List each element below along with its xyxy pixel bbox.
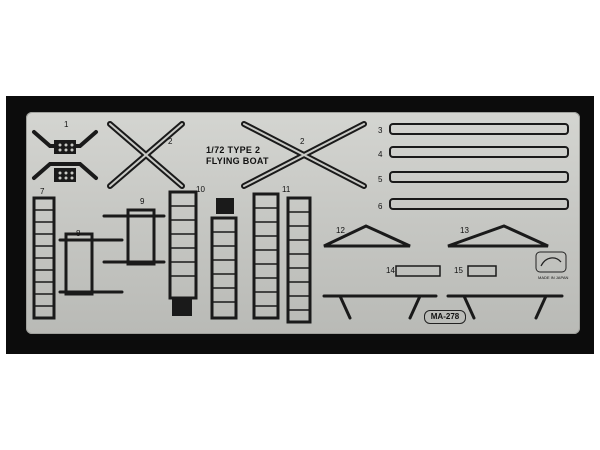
title-line-1: 1/72 TYPE 2 [206, 145, 261, 155]
part-2-right-x [241, 121, 367, 189]
part-number-15: 15 [454, 266, 463, 275]
frame-parts [58, 208, 166, 296]
part-number-4: 4 [378, 150, 383, 159]
part-2-left-x [107, 121, 185, 189]
part-number-2a: 2 [168, 137, 173, 146]
part-number-14: 14 [386, 266, 395, 275]
part-number-2b: 2 [300, 137, 305, 146]
part-number-13: 13 [460, 226, 469, 235]
detail-grids [395, 265, 497, 277]
part-number-6: 6 [378, 202, 383, 211]
part-number-10: 10 [196, 185, 205, 194]
ladder-rungs [34, 205, 310, 311]
part-number-8: 8 [76, 229, 81, 238]
bracket-parts [322, 224, 564, 320]
part-number-11: 11 [282, 185, 291, 194]
part-number-5: 5 [378, 175, 383, 184]
maker-seal-icon [535, 251, 567, 273]
part-number-1: 1 [64, 120, 69, 129]
perforated-blocks [54, 140, 234, 316]
part-number-9: 9 [140, 197, 145, 206]
part-number-3: 3 [378, 126, 383, 135]
product-code-badge: MA-278 [424, 310, 466, 324]
parts-3-to-6-struts [389, 123, 569, 210]
part-number-12: 12 [336, 226, 345, 235]
title-line-2: FLYING BOAT [206, 156, 269, 166]
part-number-7: 7 [40, 187, 45, 196]
made-in-japan-text: MADE IN JAPAN [538, 275, 569, 280]
